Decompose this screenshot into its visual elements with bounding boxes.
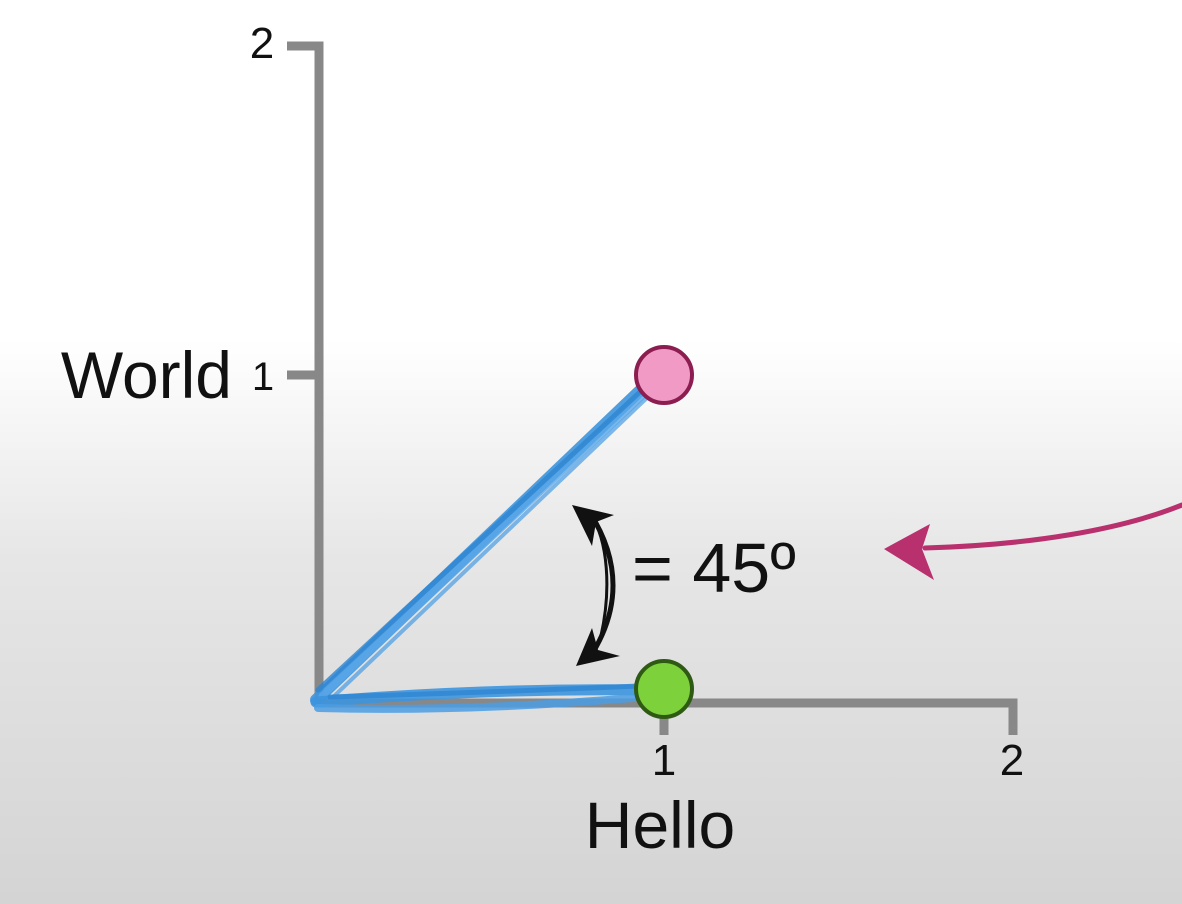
angle-annotation: = 45º [632,529,796,607]
point-green [634,659,694,719]
pointer-arrow-icon [884,502,1182,580]
point-pink [634,345,694,405]
double-headed-curved-arrow-icon [572,505,620,666]
vector-1-1 [310,377,657,706]
x-axis-label: Hello [585,788,735,862]
x-tick-label-2: 2 [1000,736,1024,785]
y-tick-label-2: 2 [250,19,274,68]
y-tick-label-1: 1 [252,355,274,399]
x-tick-label-1: 1 [652,736,676,785]
y-axis-label: World [61,338,232,412]
y-axis-line [287,41,324,703]
vector-1-0 [310,683,651,713]
